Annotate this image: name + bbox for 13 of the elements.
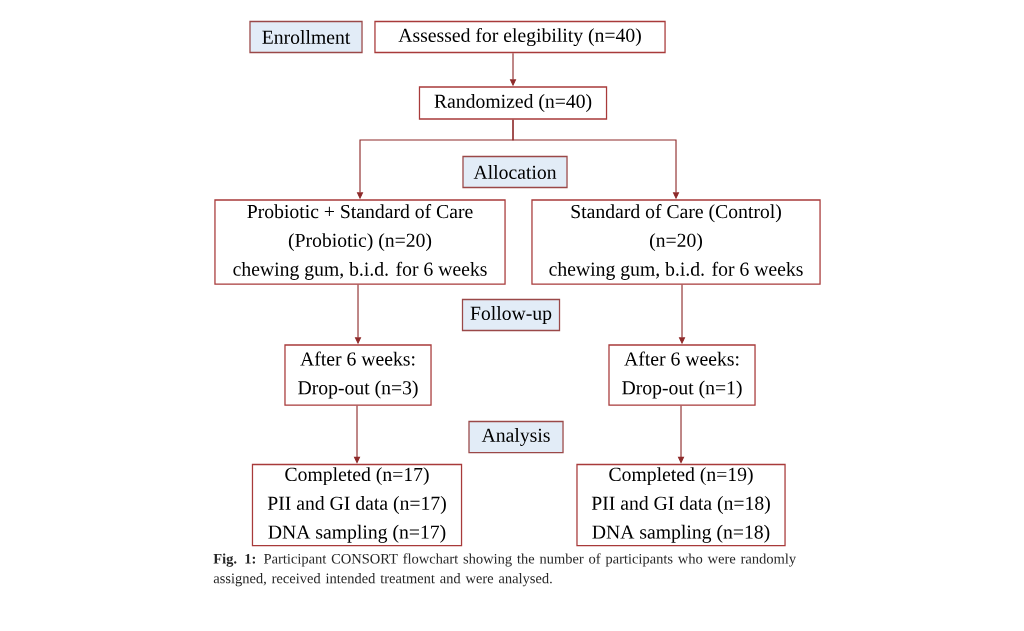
process-box: After 6 weeks: Drop-out (n=1) (608, 344, 756, 406)
stage-label-box: Analysis (468, 420, 564, 454)
figure-caption: Fig. 1: Participant CONSORT flowchart showing the number of participants who were randomly assigned, received intended treatment and were analysed. (213, 553, 797, 587)
process-box: Randomized (n=40) (418, 86, 608, 120)
process-box: Assessed for elegibility (n=40) (374, 20, 666, 54)
process-box: Completed (n=17) PII and GI data (n=17) DNA sampling (n=17) (251, 463, 463, 547)
process-box: After 6 weeks: Drop-out (n=3) (284, 344, 432, 406)
process-box: Standard of Care (Control) (n=20) chewing gum, b.i.d. for 6 weeks (531, 199, 821, 285)
process-box: Completed (n=19) PII and GI data (n=18) DNA sampling (n=18) (576, 463, 786, 547)
stage-label-box: Enrollment (249, 20, 363, 54)
process-box: Probiotic + Standard of Care (Probiotic) (n=20) chewing gum, b.i.d. for 6 weeks (214, 199, 506, 285)
stage-label-box: Follow-up (461, 298, 561, 332)
stage-label-box: Allocation (462, 155, 568, 189)
